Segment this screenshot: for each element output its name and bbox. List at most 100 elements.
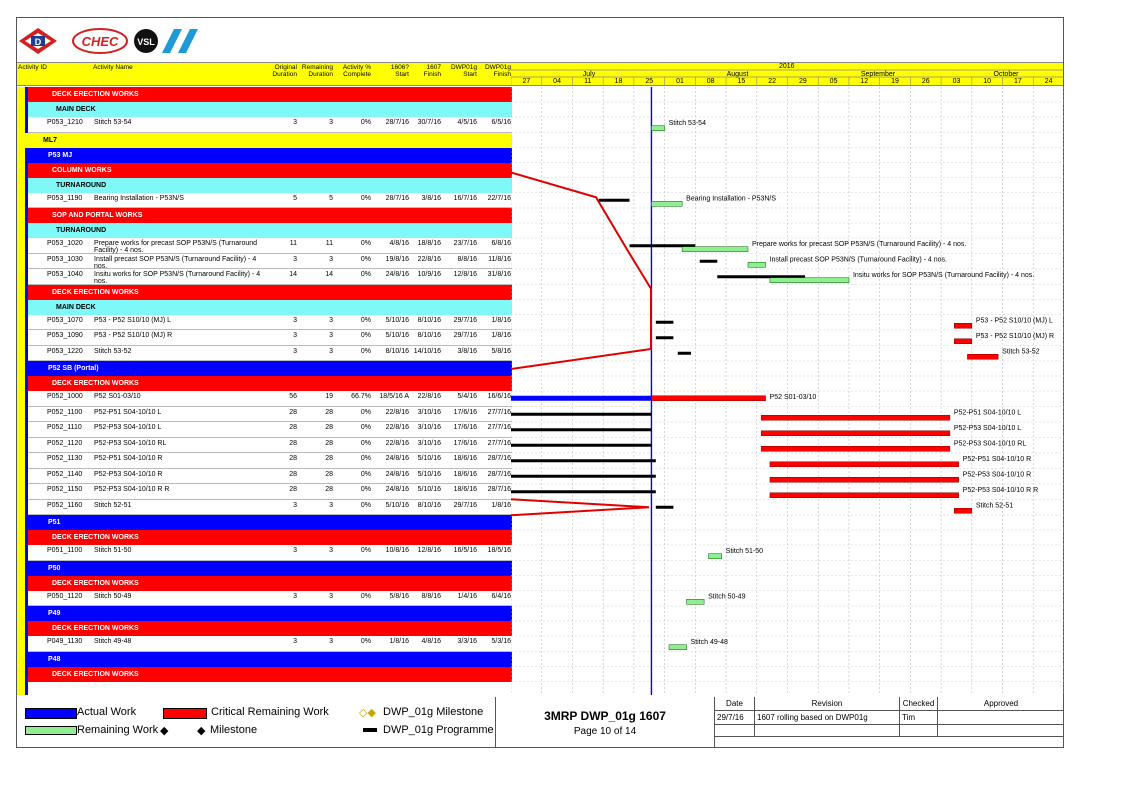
week-label: 01 bbox=[676, 78, 684, 85]
col-pct-complete[interactable]: Activity %Complete bbox=[342, 64, 371, 78]
wbs-band-red[interactable]: DECK ERECTION WORKS bbox=[28, 666, 512, 682]
cell-name: Stitch 53-52 bbox=[94, 347, 132, 355]
critical-bar bbox=[760, 430, 951, 436]
cell-rd: 3 bbox=[329, 547, 333, 554]
cell-rd: 28 bbox=[325, 408, 333, 416]
wbs-band-blue[interactable]: P48 bbox=[28, 651, 512, 667]
cell-pc: 0% bbox=[360, 470, 371, 478]
wbs-band-red[interactable]: DECK ERECTION WORKS bbox=[28, 87, 512, 102]
cell-f: 3/10/16 bbox=[417, 408, 441, 416]
wbs-band-red[interactable]: DECK ERECTION WORKS bbox=[28, 376, 512, 391]
cell-f: 14/10/16 bbox=[413, 347, 441, 355]
cell-pc: 0% bbox=[360, 439, 371, 447]
wbs-band-cyan[interactable]: TURNAROUND bbox=[28, 177, 512, 193]
critical-bar bbox=[954, 323, 973, 329]
cell-pc: 0% bbox=[360, 486, 371, 493]
rev-header-revision: Revision bbox=[755, 697, 900, 711]
cell-pc: 0% bbox=[360, 240, 371, 247]
wbs-band-red[interactable]: SOP AND PORTAL WORKS bbox=[28, 208, 512, 223]
col-start-1607[interactable]: 1606?Start bbox=[390, 64, 409, 78]
cell-f: 8/10/16 bbox=[417, 501, 441, 509]
wbs-band-cyan[interactable]: MAIN DECK bbox=[28, 102, 512, 117]
cell-od: 3 bbox=[293, 638, 297, 645]
cell-id: P053_1220 bbox=[47, 347, 83, 355]
outline-bar-blue bbox=[25, 87, 28, 695]
cell-id: P053_1040 bbox=[47, 271, 83, 278]
week-label: 22 bbox=[768, 78, 777, 85]
cell-ds: 4/5/16 bbox=[457, 119, 477, 126]
bar-label: P52-P53 S04-10/10 R bbox=[963, 471, 1032, 478]
cell-ds: 29/7/16 bbox=[453, 316, 477, 324]
legend-remaining: Remaining Work bbox=[77, 724, 159, 736]
cell-rd: 5 bbox=[329, 194, 333, 202]
milestone-diamond-icon-2: ◆ bbox=[197, 725, 206, 737]
cell-name: P53 - P52 S10/10 (MJ) L bbox=[94, 316, 172, 324]
cell-id: P050_1120 bbox=[47, 592, 83, 600]
programme-bar bbox=[511, 443, 652, 447]
cell-id: P053_1070 bbox=[47, 316, 83, 324]
remaining-bar bbox=[686, 599, 705, 605]
cell-f: 12/8/16 bbox=[417, 547, 441, 554]
col-activity-name[interactable]: Activity Name bbox=[93, 64, 133, 71]
wbs-band-blue[interactable]: P50 bbox=[28, 560, 512, 576]
col-activity-id[interactable]: Activity ID bbox=[18, 64, 47, 71]
wbs-band-blue[interactable]: P52 SB (Portal) bbox=[28, 361, 512, 376]
wbs-band-red[interactable]: COLUMN WORKS bbox=[28, 162, 512, 178]
wbs-band-cyan[interactable]: TURNAROUND bbox=[28, 223, 512, 238]
programme-bar bbox=[677, 351, 691, 355]
cell-df: 22/7/16 bbox=[487, 194, 511, 202]
cell-od: 3 bbox=[293, 332, 297, 339]
cell-df: 18/5/16 bbox=[487, 547, 511, 554]
month-october: October bbox=[993, 71, 1019, 78]
wbs-band-red[interactable]: DECK ERECTION WORKS bbox=[28, 284, 512, 300]
cell-f: 22/8/16 bbox=[417, 255, 441, 263]
cell-pc: 0% bbox=[360, 271, 371, 278]
wbs-band-red[interactable]: DECK ERECTION WORKS bbox=[28, 621, 512, 636]
wbs-band-yellow[interactable]: ML7 bbox=[25, 132, 512, 148]
wbs-band-blue[interactable]: P53 MJ bbox=[28, 147, 512, 163]
cell-df: 16/6/16 bbox=[487, 393, 511, 400]
remaining-bar bbox=[708, 553, 722, 559]
cell-s: 5/10/16 bbox=[385, 316, 409, 324]
cell-ds: 29/7/16 bbox=[453, 501, 477, 509]
wbs-band-red[interactable]: DECK ERECTION WORKS bbox=[28, 575, 512, 591]
wbs-band-red[interactable]: DECK ERECTION WORKS bbox=[28, 530, 512, 545]
diamond-icon: ◆ bbox=[160, 725, 169, 737]
cell-od: 28 bbox=[289, 470, 297, 478]
bar-label: P52 S01-03/10 bbox=[770, 394, 817, 401]
cell-id: P052_1110 bbox=[47, 424, 82, 431]
programme-bar bbox=[511, 474, 656, 478]
programme-bar bbox=[598, 198, 630, 202]
wbs-band-blue[interactable]: P51 bbox=[28, 515, 512, 530]
wbs-band-blue[interactable]: P49 bbox=[28, 606, 512, 621]
cell-name: Stitch 53-54 bbox=[94, 119, 132, 126]
bar-label: P53 - P52 S10/10 (MJ) L bbox=[976, 317, 1053, 324]
bar-label: Stitch 52-51 bbox=[976, 502, 1013, 509]
wbs-band-cyan[interactable]: MAIN DECK bbox=[28, 299, 512, 315]
cell-od: 3 bbox=[293, 592, 297, 600]
